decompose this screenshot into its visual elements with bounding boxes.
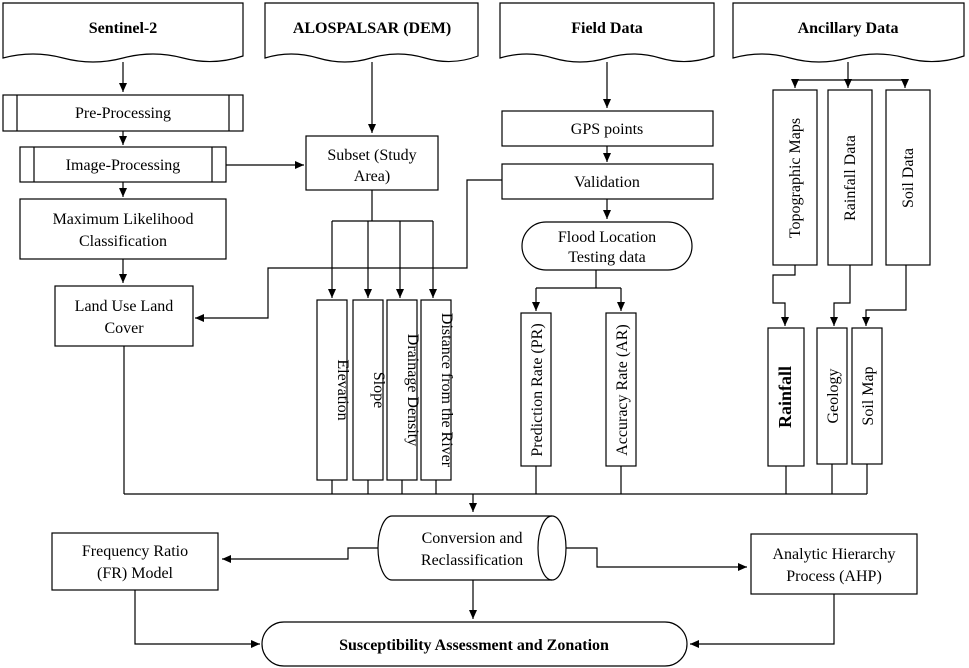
gps-label: GPS points (571, 121, 643, 138)
factor-distance-river: Distance from the River (420, 299, 455, 481)
factor-drainage-density-label: Drainage Density (404, 334, 421, 446)
factor-elevation: Elevation (316, 299, 351, 481)
rate-accuracy: Accuracy Rate (AR) (605, 312, 637, 467)
ancillary-soil-data-label: Soil Data (900, 148, 917, 208)
image-processing-label: Image-Processing (66, 157, 181, 174)
factor-elevation-label: Elevation (334, 359, 351, 420)
gps-box: GPS points (501, 110, 714, 147)
fr-model-label-line1: Frequency Ratio (82, 543, 188, 560)
factor-slope-label: Slope (370, 372, 387, 408)
fr-model-box: Frequency Ratio (FR) Model (51, 532, 219, 591)
output-soil-map-label: Soil Map (860, 366, 877, 425)
ancillary-topographic: Topographic Maps (772, 89, 818, 266)
image-processing-box: Image-Processing (19, 146, 227, 183)
output-rainfall-label: Rainfall (775, 366, 795, 428)
source-field: Field Data (499, 2, 715, 63)
final-assessment-box: Susceptibility Assessment and Zonation (261, 621, 688, 667)
ancillary-rainfall-data: Rainfall Data (827, 89, 873, 266)
source-ancillary: Ancillary Data (732, 2, 965, 63)
source-sentinel-label: Sentinel-2 (89, 20, 157, 37)
ahp-label-line1: Analytic Hierarchy (772, 546, 895, 563)
subset-label-line2: Area) (354, 168, 390, 185)
output-geology-label: Geology (825, 368, 842, 423)
conversion-label-line1: Conversion and (422, 530, 523, 547)
output-rainfall: Rainfall (767, 327, 805, 467)
ahp-label-line2: Process (AHP) (786, 568, 882, 585)
factor-distance-river-label: Distance from the River (438, 313, 455, 468)
final-assessment-label: Susceptibility Assessment and Zonation (339, 637, 609, 654)
ahp-box: Analytic Hierarchy Process (AHP) (750, 533, 918, 595)
mlc-label-line1: Maximum Likelihood (53, 211, 194, 228)
rate-accuracy-label: Accuracy Rate (AR) (614, 324, 631, 456)
ancillary-rainfall-data-label: Rainfall Data (842, 135, 859, 221)
source-dem-label: ALOSPALSAR (DEM) (293, 20, 451, 37)
conversion-label-line2: Reclassification (421, 552, 523, 569)
factor-drainage-density: Drainage Density (386, 299, 421, 481)
factor-slope: Slope (352, 299, 387, 481)
flood-location-box: Flood Location Testing data (521, 221, 693, 271)
ancillary-soil-data: Soil Data (885, 89, 931, 266)
flood-location-label-line1: Flood Location (558, 229, 656, 246)
conversion-box: Conversion and Reclassification (377, 515, 567, 581)
source-sentinel: Sentinel-2 (2, 2, 244, 63)
pre-processing-box: Pre-Processing (2, 94, 244, 132)
source-ancillary-label: Ancillary Data (798, 20, 899, 37)
validation-label: Validation (574, 174, 640, 191)
pre-processing-label: Pre-Processing (75, 105, 171, 122)
rate-prediction: Prediction Rate (PR) (520, 312, 552, 467)
source-field-label: Field Data (571, 20, 643, 37)
output-geology: Geology (816, 327, 848, 465)
mlc-label-line2: Classification (79, 233, 167, 250)
fr-model-label-line2: (FR) Model (97, 565, 174, 582)
subset-box: Subset (Study Area) (305, 135, 439, 191)
lulc-label-line1: Land Use Land (75, 298, 174, 315)
ancillary-topographic-label: Topographic Maps (787, 118, 804, 238)
source-dem: ALOSPALSAR (DEM) (264, 2, 479, 63)
lulc-label-line2: Cover (104, 320, 144, 337)
lulc-box: Land Use Land Cover (54, 285, 194, 347)
flood-location-label-line2: Testing data (568, 249, 646, 266)
output-soil-map: Soil Map (851, 327, 883, 465)
rate-prediction-label: Prediction Rate (PR) (529, 323, 546, 456)
mlc-box: Maximum Likelihood Classification (19, 198, 227, 260)
validation-box: Validation (501, 163, 714, 200)
subset-label-line1: Subset (Study (327, 147, 416, 164)
